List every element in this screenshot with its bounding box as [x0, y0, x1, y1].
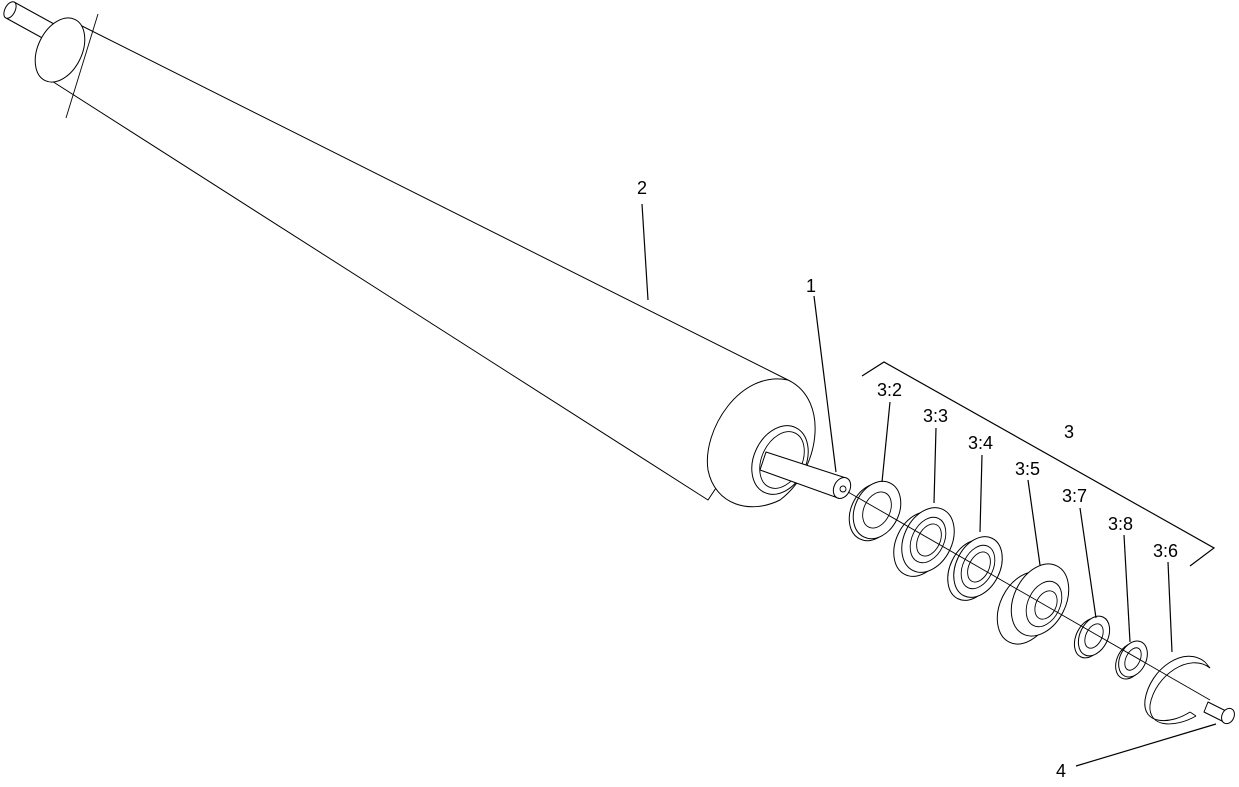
assembly-axis [847, 491, 1211, 701]
callout-kit-3-5: 3:5 [1015, 459, 1040, 479]
callout-shaft: 1 [806, 276, 816, 296]
washer-3-7 [1073, 615, 1111, 659]
leader-kit-3-5 [1027, 479, 1041, 566]
leader-kit-3-3 [933, 427, 937, 504]
bracket-kit-3 [861, 361, 1216, 567]
callout-kit-3-3: 3:3 [923, 406, 948, 426]
callout-kit-3-2: 3:2 [877, 380, 902, 400]
leader-kit-3-2 [881, 401, 891, 483]
leader-kit-3-4 [979, 454, 983, 533]
callout-bearing-kit: 3 [1064, 422, 1074, 442]
roller-tube [34, 13, 816, 508]
leader-shaft [813, 295, 837, 473]
callout-kit-3-4: 3:4 [968, 433, 993, 453]
left-shaft-stub [3, 1, 55, 41]
bearing-3-3 [893, 507, 955, 577]
leader-roller-tube [641, 203, 649, 301]
leader-kit-3-8 [1123, 534, 1131, 643]
callout-grease-fitting: 4 [1056, 761, 1066, 781]
seal-3-2 [848, 480, 902, 542]
callout-roller-tube: 2 [637, 178, 647, 198]
callout-kit-3-7: 3:7 [1062, 486, 1087, 506]
washer-3-8 [1115, 640, 1148, 680]
callout-kit-3-8: 3:8 [1108, 514, 1133, 534]
leader-grease-fitting [1075, 723, 1217, 767]
grease-fitting [1203, 701, 1235, 725]
leader-kit-3-7 [1079, 507, 1097, 619]
leader-kit-3-6 [1167, 561, 1173, 653]
callout-kit-3-6: 3:6 [1153, 541, 1178, 561]
snap-ring-3-6 [1144, 655, 1211, 725]
housing-3-5 [996, 563, 1070, 645]
shaft [759, 451, 852, 499]
